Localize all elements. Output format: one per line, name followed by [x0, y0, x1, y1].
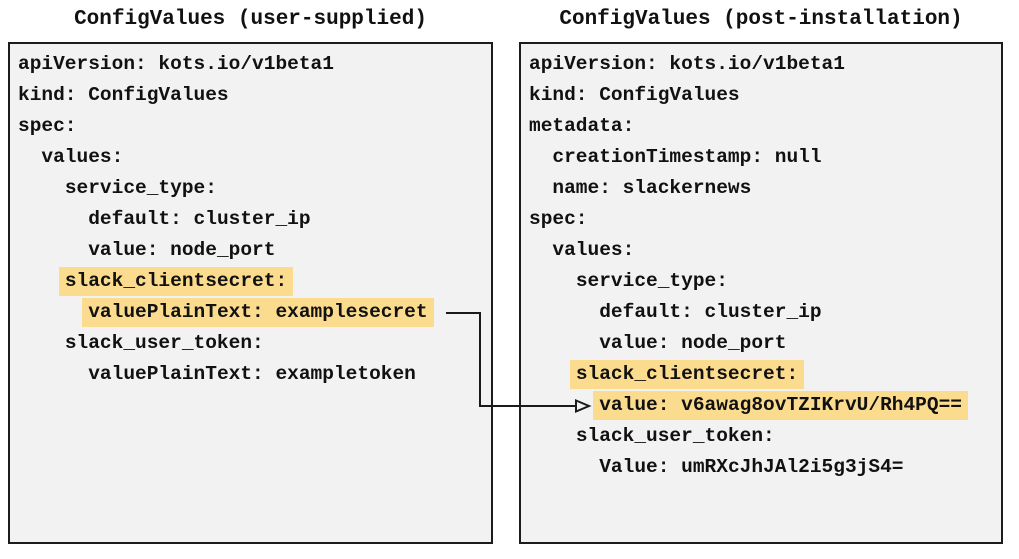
yaml-line: apiVersion: kots.io/v1beta1 [18, 49, 491, 80]
yaml-indent [529, 363, 576, 385]
yaml-indent [18, 363, 88, 385]
yaml-indent [529, 394, 599, 416]
yaml-indent [529, 332, 599, 354]
yaml-text: kind: ConfigValues [18, 84, 229, 106]
yaml-line: spec: [18, 111, 491, 142]
yaml-line: default: cluster_ip [529, 297, 1001, 328]
yaml-indent [18, 301, 88, 323]
yaml-text: values: [41, 146, 124, 168]
yaml-line: kind: ConfigValues [18, 80, 491, 111]
yaml-line: spec: [529, 204, 1001, 235]
yaml-line: metadata: [529, 111, 1001, 142]
yaml-text: kind: ConfigValues [529, 84, 740, 106]
yaml-line: slack_clientsecret: [529, 359, 1001, 390]
yaml-indent [529, 239, 552, 261]
yaml-indent [529, 146, 552, 168]
yaml-text: spec: [18, 115, 77, 137]
yaml-line: Value: umRXcJhJAl2i5g3jS4= [529, 452, 1001, 483]
yaml-code: apiVersion: kots.io/v1beta1 kind: ConfigV… [529, 49, 1001, 483]
post-installation-config-panel: apiVersion: kots.io/v1beta1 kind: ConfigV… [519, 42, 1003, 544]
left-panel-title: ConfigValues (user-supplied) [74, 8, 427, 31]
yaml-text: valuePlainText: exampletoken [88, 363, 416, 385]
yaml-line: values: [529, 235, 1001, 266]
highlighted-yaml-text: slack_clientsecret: [569, 360, 805, 389]
yaml-line: slack_user_token: [529, 421, 1001, 452]
yaml-text: values: [552, 239, 635, 261]
yaml-line: valuePlainText: examplesecret [18, 297, 491, 328]
yaml-line: value: node_port [18, 235, 491, 266]
yaml-text: apiVersion: kots.io/v1beta1 [18, 53, 334, 75]
yaml-line: valuePlainText: exampletoken [18, 359, 491, 390]
yaml-text: service_type: [575, 270, 728, 292]
yaml-text: service_type: [64, 177, 217, 199]
yaml-indent [18, 177, 65, 199]
yaml-text: value: node_port [599, 332, 787, 354]
yaml-text: default: cluster_ip [599, 301, 822, 323]
yaml-code: apiVersion: kots.io/v1beta1 kind: ConfigV… [18, 49, 491, 390]
yaml-line: default: cluster_ip [18, 204, 491, 235]
yaml-line: values: [18, 142, 491, 173]
highlighted-yaml-text: valuePlainText: examplesecret [82, 298, 434, 327]
yaml-text: creationTimestamp: null [552, 146, 822, 168]
yaml-line: value: v6awag8ovTZIKrvU/Rh4PQ== [529, 390, 1001, 421]
yaml-indent [529, 177, 552, 199]
yaml-indent [529, 301, 599, 323]
yaml-text: metadata: [529, 115, 635, 137]
yaml-line: service_type: [529, 266, 1001, 297]
user-supplied-config-panel: apiVersion: kots.io/v1beta1 kind: ConfigV… [8, 42, 493, 544]
yaml-text: spec: [529, 208, 588, 230]
yaml-indent [18, 239, 88, 261]
yaml-indent [18, 270, 65, 292]
yaml-line: name: slackernews [529, 173, 1001, 204]
yaml-text: default: cluster_ip [88, 208, 311, 230]
highlighted-yaml-text: slack_clientsecret: [58, 267, 294, 296]
yaml-text: slack_user_token: [575, 425, 775, 447]
yaml-indent [529, 425, 576, 447]
yaml-line: slack_user_token: [18, 328, 491, 359]
yaml-line: slack_clientsecret: [18, 266, 491, 297]
yaml-text: name: slackernews [552, 177, 752, 199]
yaml-indent [529, 456, 599, 478]
yaml-indent [18, 332, 65, 354]
highlighted-yaml-text: value: v6awag8ovTZIKrvU/Rh4PQ== [593, 391, 968, 420]
yaml-line: creationTimestamp: null [529, 142, 1001, 173]
yaml-line: service_type: [18, 173, 491, 204]
yaml-indent [529, 270, 576, 292]
right-panel-title: ConfigValues (post-installation) [559, 8, 963, 31]
yaml-text: value: node_port [88, 239, 276, 261]
yaml-text: slack_user_token: [64, 332, 264, 354]
yaml-indent [18, 146, 41, 168]
yaml-text: Value: umRXcJhJAl2i5g3jS4= [599, 456, 904, 478]
yaml-indent [18, 208, 88, 230]
yaml-line: value: node_port [529, 328, 1001, 359]
yaml-line: kind: ConfigValues [529, 80, 1001, 111]
yaml-line: apiVersion: kots.io/v1beta1 [529, 49, 1001, 80]
yaml-text: apiVersion: kots.io/v1beta1 [529, 53, 845, 75]
